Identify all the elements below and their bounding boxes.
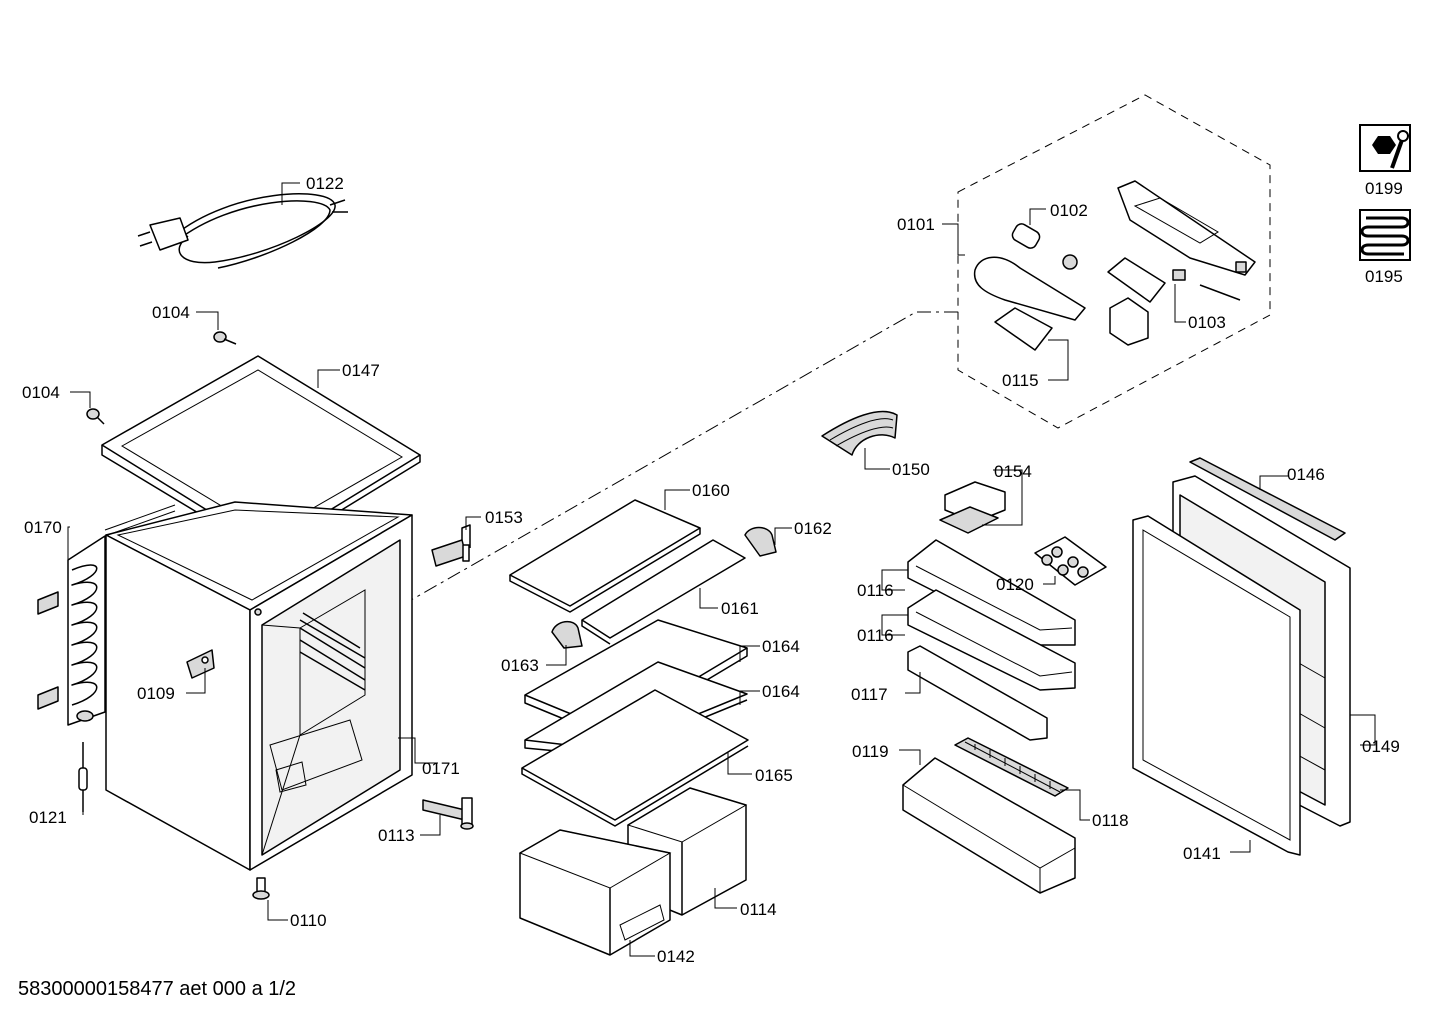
label-0119: 0119 (852, 742, 889, 761)
label-0164-lower: 0164 (762, 682, 800, 701)
label-0154: 0154 (994, 462, 1032, 481)
door-shelf-0117 (907, 645, 1048, 741)
label-0121: 0121 (29, 808, 67, 827)
switch-0103 (1172, 269, 1241, 301)
lamp-0102 (1011, 223, 1078, 270)
screw-side (86, 408, 105, 425)
crisper-drawer-front (518, 829, 672, 956)
power-cord (137, 193, 348, 269)
egg-tray (1034, 536, 1107, 586)
terminal-block (1109, 297, 1149, 346)
label-0147: 0147 (342, 361, 380, 380)
thermostat-housing (1117, 180, 1256, 276)
wrench-nut-icon (1359, 124, 1411, 172)
door-shelf-0116-upper (907, 539, 1076, 646)
label-0171: 0171 (422, 759, 460, 778)
bottle-retainer (954, 737, 1069, 797)
label-0118: 0118 (1092, 811, 1129, 830)
circuit-board (1107, 257, 1166, 303)
lower-hinge (422, 797, 474, 830)
label-0199: 0199 (1365, 179, 1403, 198)
cabinet-body (105, 501, 413, 871)
door-trim-0146 (1189, 457, 1346, 541)
heating-coil-icon (1359, 209, 1411, 261)
label-0116-upper: 0116 (857, 581, 894, 600)
shelf-0161 (581, 539, 746, 645)
label-0162: 0162 (794, 519, 832, 538)
label-0165: 0165 (755, 766, 793, 785)
label-0141: 0141 (1183, 844, 1221, 863)
label-0113: 0113 (378, 826, 415, 845)
door-shelf-0116-lower (907, 589, 1076, 691)
light-diffuser-0115 (994, 307, 1053, 351)
label-0122: 0122 (306, 174, 344, 193)
label-0161: 0161 (721, 599, 759, 618)
label-0146: 0146 (1287, 465, 1325, 484)
label-0150: 0150 (892, 460, 930, 479)
upper-hinge-plate (186, 649, 215, 679)
label-0164-upper: 0164 (762, 637, 800, 656)
bottle-shelf (902, 757, 1076, 894)
label-0103: 0103 (1188, 313, 1226, 332)
shelf-0165 (521, 689, 749, 827)
callouts: 0122 0104 0104 0147 0170 0109 0171 0121 … (22, 174, 1403, 966)
shelf-support-0162 (744, 526, 777, 557)
label-0101: 0101 (897, 215, 935, 234)
assembly-reference-line (361, 311, 958, 629)
leader-lines (67, 182, 1376, 957)
label-0102: 0102 (1050, 201, 1088, 220)
shelf-0160 (509, 499, 701, 613)
label-0116-lower: 0116 (857, 626, 894, 645)
control-assembly-boundary (957, 94, 1271, 429)
adjustable-foot (252, 877, 270, 900)
label-0142: 0142 (657, 947, 695, 966)
label-0115: 0115 (1002, 371, 1039, 390)
label-0110: 0110 (290, 911, 327, 930)
lamp-cover (973, 256, 1086, 321)
label-0117: 0117 (851, 685, 888, 704)
label-0104-side: 0104 (22, 383, 60, 402)
door-gasket (1132, 515, 1301, 856)
label-0104-top: 0104 (152, 303, 190, 322)
label-0170: 0170 (24, 518, 62, 537)
screw-top (213, 331, 237, 345)
document-id-footer: 58300000158477 aet 000 a 1/2 (18, 978, 297, 1000)
butter-compartment (939, 481, 1006, 534)
label-0153: 0153 (485, 508, 523, 527)
hinge-bracket (431, 524, 471, 567)
label-0114: 0114 (740, 900, 777, 919)
label-0160: 0160 (692, 481, 730, 500)
egg-rack-0150 (821, 410, 898, 456)
label-0149: 0149 (1362, 737, 1400, 756)
label-0163: 0163 (501, 656, 539, 675)
label-0195: 0195 (1365, 267, 1403, 286)
shelf-support-0163 (551, 620, 583, 649)
label-0109: 0109 (137, 684, 175, 703)
label-0120: 0120 (996, 575, 1034, 594)
condenser-coil (37, 504, 176, 726)
